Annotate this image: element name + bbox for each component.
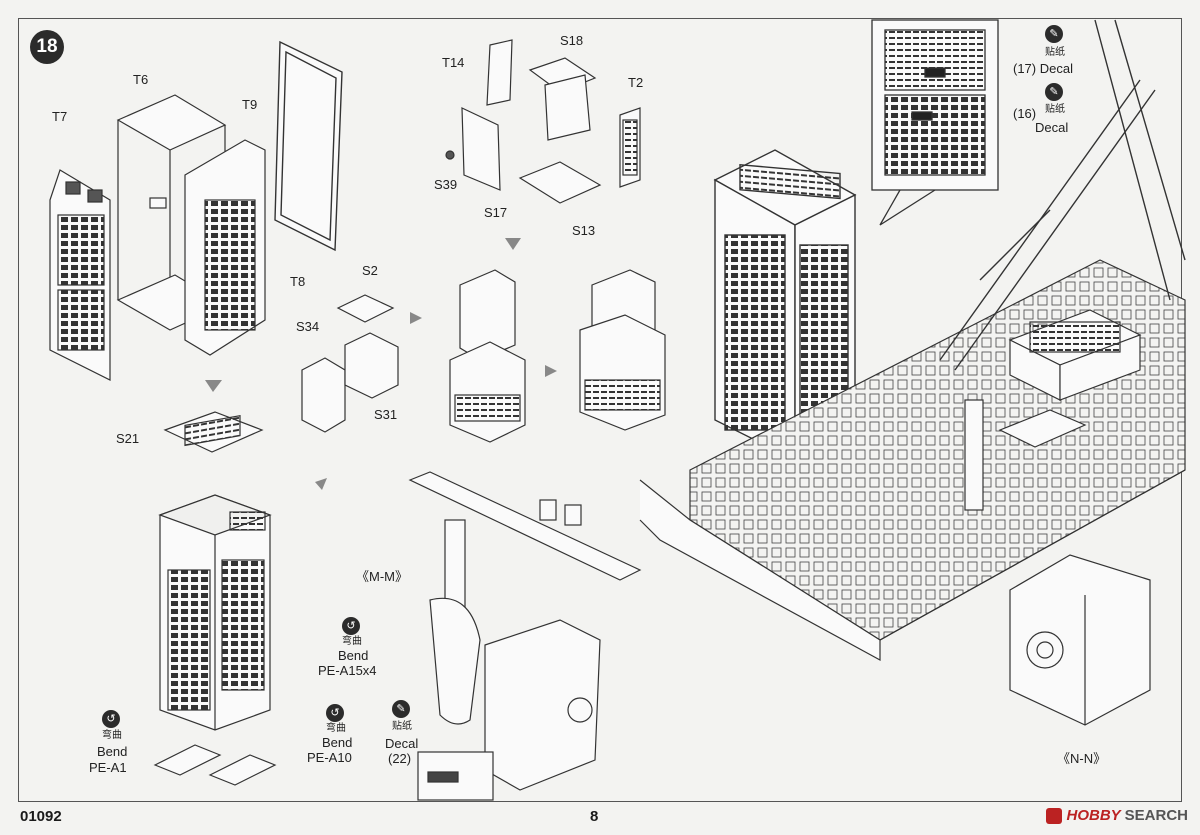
label-t7: T7 bbox=[52, 109, 68, 124]
label-decal-cn-16: 贴纸 bbox=[1045, 104, 1065, 115]
decal-icon: ✎ bbox=[1045, 83, 1063, 101]
label-bend-cn-a1: 弯曲 bbox=[102, 730, 122, 741]
label-s13: S13 bbox=[572, 223, 596, 238]
label-t14: T14 bbox=[442, 55, 465, 70]
subassembly-stage-1 bbox=[449, 269, 526, 443]
label-s17: S17 bbox=[484, 205, 508, 220]
decal-icon: ✎ bbox=[392, 700, 410, 718]
bend-icon: ↺ bbox=[342, 617, 360, 635]
part-pe-a1 bbox=[153, 744, 222, 776]
page-number: 8 bbox=[590, 808, 599, 825]
deck-equipment bbox=[964, 309, 1142, 511]
part-s17 bbox=[445, 107, 501, 191]
bend-icon: ↺ bbox=[102, 710, 120, 728]
step-number-badge: 18 bbox=[30, 30, 64, 64]
label-s21: S21 bbox=[116, 431, 140, 446]
label-decal-22-word: Decal bbox=[385, 736, 419, 751]
brand-name-rest: SEARCH bbox=[1124, 807, 1188, 824]
bend-icon: ↺ bbox=[326, 704, 344, 722]
decal-icon: ✎ bbox=[1045, 25, 1063, 43]
label-bend-a15: Bend bbox=[338, 648, 369, 663]
decal22-inset bbox=[417, 751, 494, 801]
assembled-cabinet bbox=[158, 494, 272, 731]
label-decal-cn-22: 贴纸 bbox=[392, 721, 412, 732]
step-arrows bbox=[205, 238, 557, 490]
label-bend-a10: Bend bbox=[322, 735, 353, 750]
part-t7-panel bbox=[49, 169, 111, 381]
label-decal-22-num: (22) bbox=[388, 751, 412, 766]
label-pe-a15: PE-A15x4 bbox=[318, 663, 377, 678]
product-code: 01092 bbox=[20, 808, 62, 825]
part-t9-panel bbox=[274, 40, 343, 252]
label-bend-cn-a15: 弯曲 bbox=[342, 636, 362, 647]
part-s31 bbox=[344, 332, 399, 399]
part-pe-a10 bbox=[208, 754, 277, 786]
part-s34 bbox=[301, 357, 346, 433]
part-s2 bbox=[336, 294, 395, 323]
label-t8: T8 bbox=[290, 274, 306, 289]
label-s18: S18 bbox=[560, 33, 584, 48]
crane-structure bbox=[939, 19, 1186, 371]
part-t2 bbox=[619, 107, 641, 188]
hobby-search-watermark: HOBBY SEARCH bbox=[1046, 807, 1188, 824]
label-t2: T2 bbox=[628, 75, 644, 90]
label-decal-cn-17: 贴纸 bbox=[1045, 47, 1065, 58]
label-view-nn: 《N-N》 bbox=[1057, 751, 1107, 766]
label-t9: T9 bbox=[242, 97, 258, 112]
part-s13 bbox=[518, 161, 602, 204]
part-s18 bbox=[528, 57, 597, 141]
decal-inset-box bbox=[871, 19, 999, 226]
mm-subassembly bbox=[408, 471, 642, 791]
label-bend-a1: Bend bbox=[97, 744, 128, 759]
label-t6: T6 bbox=[133, 72, 149, 87]
part-t14 bbox=[486, 39, 513, 106]
label-s34: S34 bbox=[296, 319, 320, 334]
label-pe-a1: PE-A1 bbox=[89, 760, 127, 775]
label-s2: S2 bbox=[362, 263, 378, 278]
label-pe-a10: PE-A10 bbox=[307, 750, 352, 765]
part-t8-panel bbox=[184, 139, 266, 356]
brand-name: HOBBY bbox=[1066, 807, 1121, 824]
part-s21 bbox=[163, 411, 264, 453]
label-s39: S39 bbox=[434, 177, 458, 192]
label-decal-17: (17) Decal bbox=[1013, 61, 1073, 76]
generator-unit bbox=[1009, 554, 1151, 726]
subassembly-stage-2 bbox=[579, 269, 666, 431]
label-view-mm: 《M-M》 bbox=[356, 569, 408, 584]
label-bend-cn-a10: 弯曲 bbox=[326, 723, 346, 734]
label-decal-16-num: (16) bbox=[1013, 106, 1037, 121]
label-s31: S31 bbox=[374, 407, 398, 422]
brand-logo-icon bbox=[1046, 807, 1063, 824]
label-decal-16-word: Decal bbox=[1035, 120, 1069, 135]
